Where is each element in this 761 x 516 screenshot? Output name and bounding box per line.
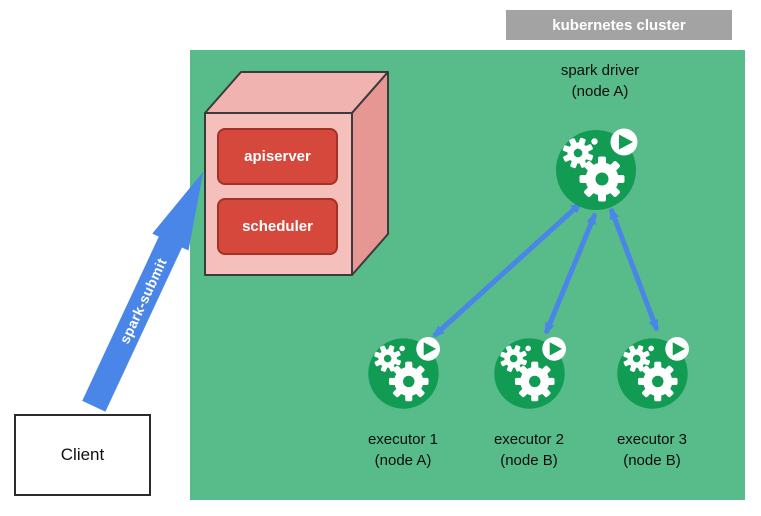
executor-1-icon (363, 326, 451, 414)
executor-3-node: (node B) (623, 452, 681, 469)
executor-1-title: executor 1 (367, 431, 439, 448)
scheduler-label: scheduler (242, 218, 313, 235)
executor-2-node: (node B) (500, 452, 558, 469)
executor-2-title: executor 2 (493, 431, 565, 448)
apiserver-label: apiserver (244, 148, 311, 165)
spark-driver-node: (node A) (571, 83, 629, 100)
executor-1-node: (node A) (374, 452, 432, 469)
spark-driver-icon (550, 116, 650, 216)
kubernetes-cluster-label: kubernetes cluster (506, 10, 732, 40)
spark-driver-label: spark driver (node A) (515, 60, 685, 102)
client-box: Client (14, 414, 151, 496)
client-label: Client (60, 445, 105, 464)
executor-1-label: executor 1 (node A) (328, 429, 478, 471)
spark-submit-label: spark-submit (116, 255, 170, 347)
executor-3-icon (612, 326, 700, 414)
executor-2-label: executor 2 (node B) (454, 429, 604, 471)
scheduler-box: scheduler (217, 198, 338, 255)
executor-3-label: executor 3 (node B) (577, 429, 727, 471)
executor-2-icon (489, 326, 577, 414)
executor-3-title: executor 3 (616, 431, 688, 448)
kubernetes-cluster-label-text: kubernetes cluster (552, 16, 686, 34)
apiserver-box: apiserver (217, 128, 338, 185)
spark-driver-title: spark driver (560, 62, 640, 79)
